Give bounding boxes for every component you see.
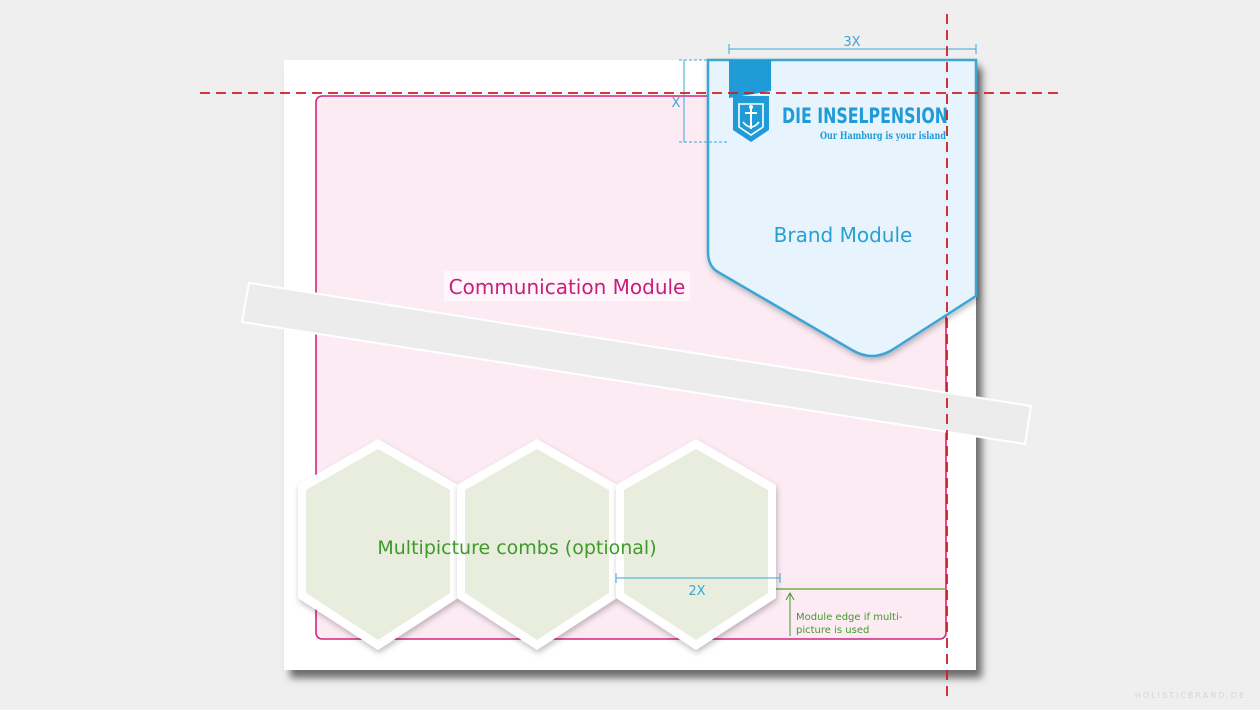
logo-tagline: Our Hamburg is your island: [820, 130, 946, 142]
brand-module: [706, 58, 978, 358]
measure-bottom: 2X: [615, 573, 781, 599]
communication-label-bg: [444, 271, 690, 301]
comb-1: [298, 439, 458, 650]
comb-2: [457, 439, 617, 650]
multipicture-label: Multipicture combs (optional): [377, 537, 656, 559]
break-strip: [240, 281, 1033, 446]
logo-tab: [729, 60, 771, 98]
measure-top: 3X: [728, 35, 977, 54]
module-edge-annotation: Module edge if multi- picture is used: [785, 591, 903, 636]
brand-module-label: Brand Module: [774, 223, 913, 247]
module-edge-label-line1: Module edge if multi-: [796, 612, 903, 623]
arrow-up-icon: [785, 591, 795, 601]
measure-bottom-label: 2X: [688, 584, 705, 599]
measure-left-label: X: [672, 96, 681, 111]
watermark: HOLISTICBRAND.DE: [1134, 691, 1246, 700]
anchor-logo-icon: [733, 96, 769, 142]
measure-left: X: [672, 59, 729, 143]
measure-top-label: 3X: [843, 35, 860, 50]
communication-module-label: Communication Module: [449, 275, 686, 299]
logo-name: DIE INSELPENSION: [782, 104, 948, 128]
comb-3: [616, 439, 776, 650]
module-edge-label-line2: picture is used: [796, 625, 869, 636]
